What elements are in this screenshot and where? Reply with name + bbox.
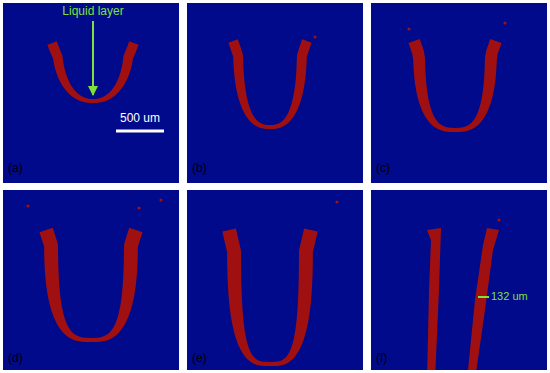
simulation-panel	[371, 190, 547, 370]
liquid-layer	[222, 228, 317, 366]
panel-letter: (f)	[376, 352, 387, 364]
droplet	[159, 198, 162, 201]
droplet	[335, 200, 338, 203]
panel-letter: (a)	[8, 162, 23, 174]
scale-bar	[116, 130, 164, 133]
pointer-arrow	[92, 21, 94, 95]
scale-label: 500 um	[120, 112, 160, 124]
simulation-panel	[187, 3, 363, 183]
dimension-label: 132 um	[491, 291, 528, 302]
panel-letter: (b)	[192, 162, 207, 174]
panel-letter: (e)	[192, 352, 207, 364]
droplet	[137, 206, 140, 209]
liquid-layer	[39, 228, 142, 342]
simulation-panel	[371, 3, 547, 183]
liquid-layer	[228, 39, 311, 129]
panel-letter: (d)	[8, 352, 23, 364]
droplet	[503, 21, 506, 24]
simulation-panel	[3, 190, 179, 370]
droplet	[407, 27, 410, 30]
simulation-panel	[187, 190, 363, 370]
panel-letter: (c)	[376, 162, 390, 174]
droplet	[26, 204, 29, 207]
droplet	[497, 218, 500, 221]
callout-label: Liquid layer	[62, 5, 123, 17]
liquid-layer	[427, 228, 441, 370]
droplet	[313, 35, 316, 38]
simulation-panel	[3, 3, 179, 183]
liquid-layer	[408, 39, 501, 132]
thickness-marker	[478, 296, 489, 298]
